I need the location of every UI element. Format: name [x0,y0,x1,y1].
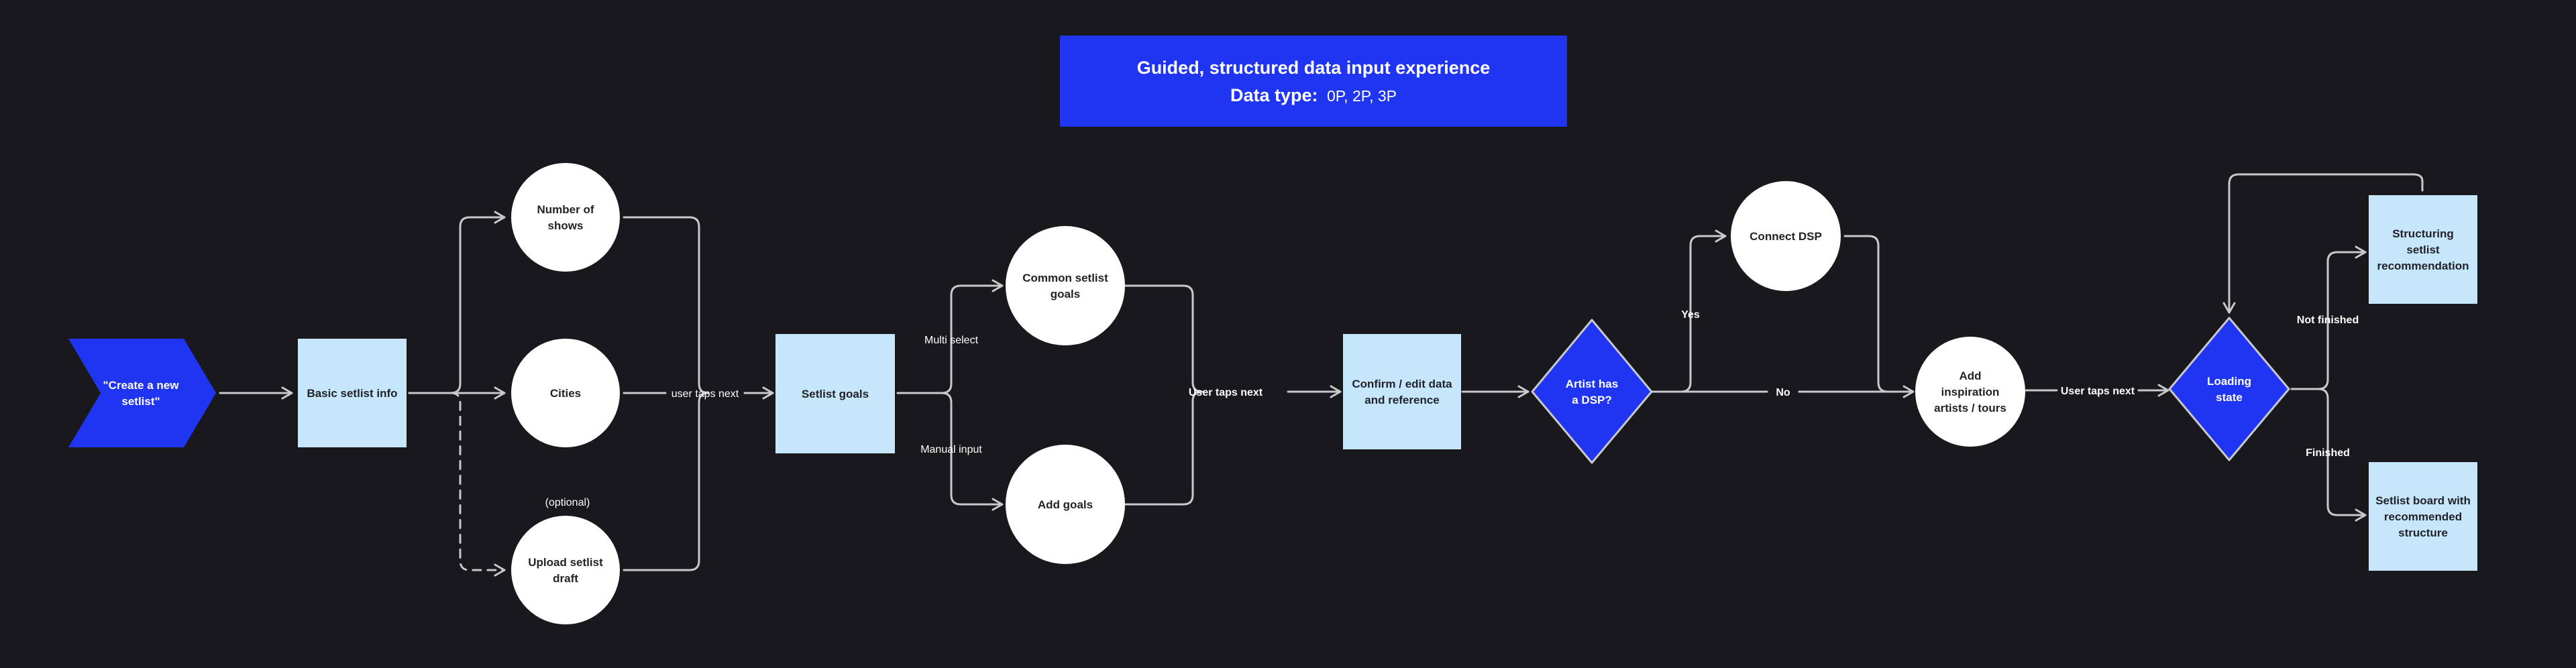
header-title: Guided, structured data input experience [1137,58,1491,78]
node-label: Common setlist goals [1022,272,1108,300]
node-label-line: Common setlist [1022,272,1108,284]
edge-common-merge [1124,284,1203,393]
node-common-goals: Common setlist goals [1006,226,1125,345]
node-label: Setlist goals [802,388,869,400]
node-structuring: Structuring setlist recommendation [2369,195,2477,304]
node-label-line: Upload setlist [528,556,603,569]
node-setlist-board: Setlist board with recommended structure [2369,462,2477,571]
node-add-inspiration: Add inspiration artists / tours [1915,337,2025,447]
edge-add-merge [1124,390,1203,506]
node-label-line: draft [553,572,578,585]
edge-loading-finished [2317,388,2367,522]
node-label: Add inspiration artists / tours [1934,370,2006,414]
edge-labels: user taps next Multi select Manual input… [545,309,2359,508]
node-connect-dsp: Connect DSP [1731,181,1841,291]
label-user-taps-next-1: user taps next [672,388,739,400]
node-label: Number of shows [537,203,594,232]
edge-basic-to-upload [449,392,506,577]
node-label-line: artists / tours [1934,402,2006,414]
node-confirm: Confirm / edit data and reference [1343,334,1461,449]
label-not-finished: Not finished [2297,315,2359,326]
node-label-line: Add [1959,370,1981,382]
node-label-line: setlist" [121,395,160,408]
node-label-line: setlist [2406,243,2439,256]
node-label-line: Structuring [2392,227,2454,240]
node-label: Confirm / edit data and reference [1352,378,1452,406]
node-label-line: Cities [550,387,581,400]
node-label: Add goals [1038,498,1093,511]
node-label-line: Number of [537,203,594,216]
node-label: Connect DSP [1750,230,1822,243]
label-yes: Yes [1681,309,1700,321]
node-label-line: a DSP? [1572,394,1612,406]
node-label-line: Artist has [1566,378,1618,390]
node-label-line: and reference [1364,394,1440,406]
header-box: Guided, structured data input experience… [1060,36,1567,127]
label-no: No [1776,387,1790,398]
label-finished: Finished [2306,447,2350,459]
node-label-line: Setlist goals [802,388,869,400]
label-optional: (optional) [545,497,590,508]
node-label: Loading state [2207,375,2251,404]
node-label: Setlist board with recommended structure [2375,494,2471,539]
edge-connect-to-inspiration [1843,235,1889,393]
edge-basic-to-shows [408,211,506,394]
node-label-line: inspiration [1941,386,2000,398]
header-data-type: Data type: 0P, 2P, 3P [1230,85,1397,105]
label-multi-select: Multi select [924,335,979,346]
node-artist-has-dsp: Artist has a DSP? [1531,319,1653,464]
node-label-line: recommendation [2377,260,2469,272]
node-start: "Create a new setlist" [68,339,216,447]
label-user-taps-next-2: User taps next [1189,387,1263,398]
node-basic-info: Basic setlist info [298,339,407,447]
node-label: Basic setlist info [307,387,397,400]
node-label-line: Confirm / edit data [1352,378,1452,390]
node-label-line: Connect DSP [1750,230,1822,243]
edge-loop-back [2222,173,2424,314]
node-cities: Cities [511,339,620,447]
edges [219,173,2424,577]
node-label-line: goals [1051,288,1080,300]
node-label: Structuring setlist recommendation [2377,227,2469,272]
data-type-label: Data type: [1230,85,1318,105]
node-label-line: "Create a new [103,379,180,392]
node-label-line: Loading [2207,375,2251,388]
node-label-line: state [2216,391,2243,404]
node-label-line: Setlist board with [2375,494,2471,507]
edge-upload-merge [623,392,710,571]
node-label-line: Add goals [1038,498,1093,511]
label-manual-input: Manual input [920,444,982,455]
node-label: Upload setlist draft [528,556,603,585]
edge-shows-merge [623,216,710,394]
node-loading-state: Loading state [2168,317,2290,461]
node-number-of-shows: Number of shows [511,163,620,272]
node-setlist-goals: Setlist goals [775,334,895,453]
label-user-taps-next-3: User taps next [2061,386,2135,397]
node-label-line: recommended [2384,510,2462,523]
node-upload-draft: Upload setlist draft [511,516,620,624]
node-label: Artist has a DSP? [1566,378,1618,406]
data-type-value: 0P, 2P, 3P [1327,87,1397,105]
node-label-line: shows [548,219,584,232]
edge-goals-to-add [941,392,1004,511]
node-label: "Create a new setlist" [103,379,180,408]
node-label-line: Basic setlist info [307,387,397,400]
node-label: Cities [550,387,581,400]
node-add-goals: Add goals [1006,445,1125,564]
node-label-line: structure [2398,526,2448,539]
